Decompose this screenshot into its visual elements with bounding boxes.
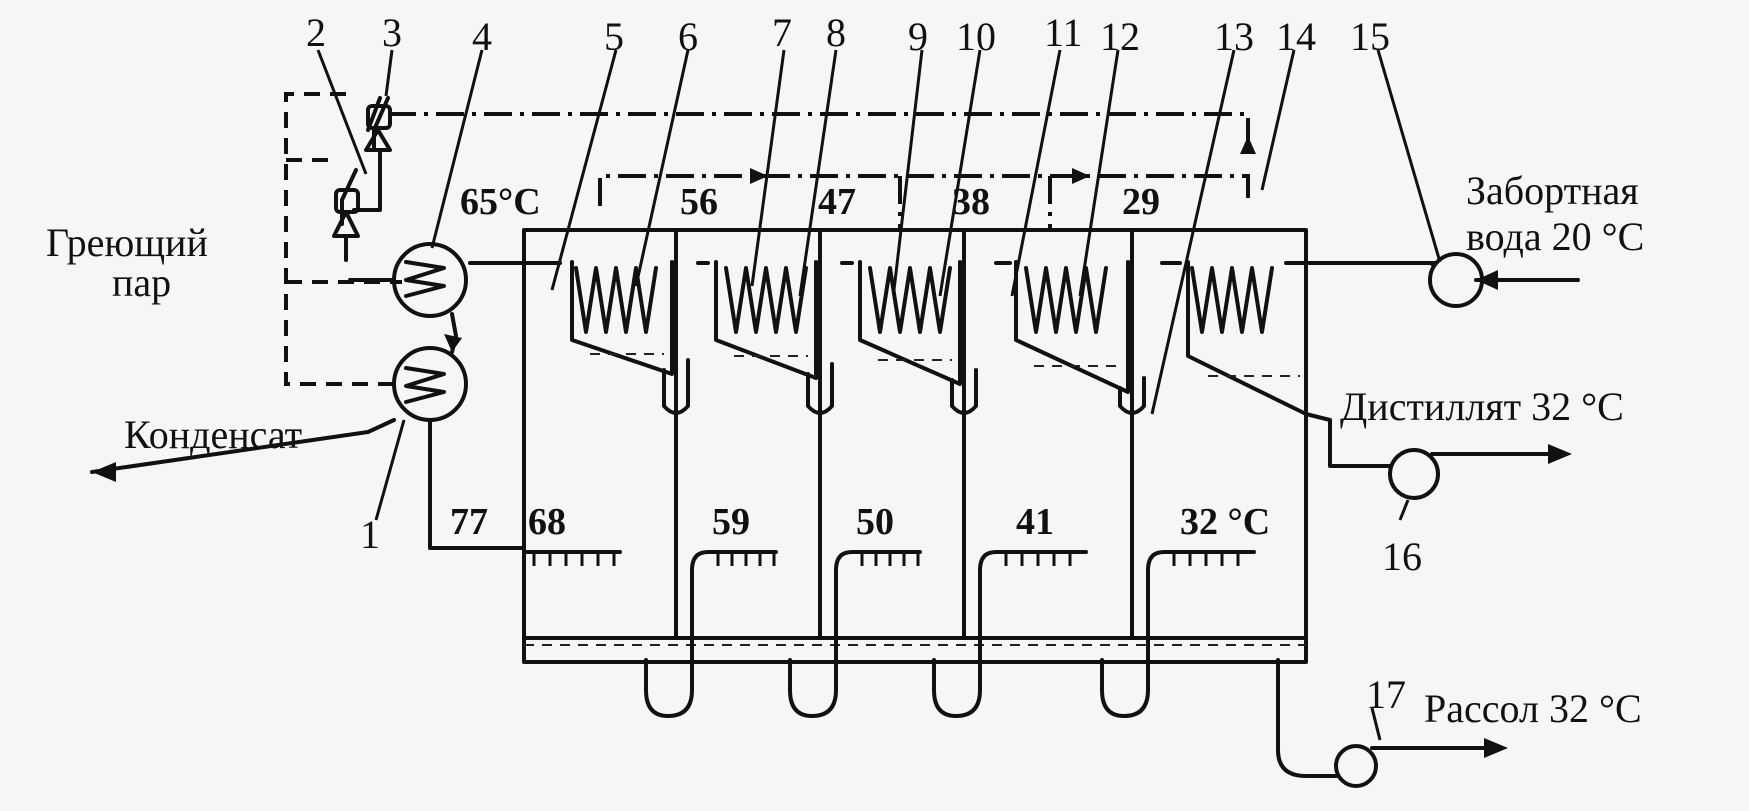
brine-heaters	[90, 242, 526, 550]
stream-labels: Греющий пар Конденсат Забортная вода 20 …	[46, 168, 1644, 731]
brine-trays	[522, 550, 1256, 718]
number-5: 5	[604, 14, 624, 59]
temp-50: 50	[856, 501, 894, 543]
temp-32: 32 °C	[1180, 501, 1270, 543]
number-2: 2	[306, 10, 326, 55]
number-11: 11	[1044, 10, 1083, 55]
temp-65: 65°C	[460, 181, 541, 223]
heating-steam-label-2: пар	[112, 260, 171, 305]
temp-41: 41	[1016, 501, 1054, 543]
distillate-pump-16	[1304, 412, 1572, 500]
seawater-label-1: Забортная	[1466, 168, 1639, 213]
number-8: 8	[826, 10, 846, 55]
number-9: 9	[908, 14, 928, 59]
condensate-label: Конденсат	[124, 412, 302, 457]
number-1: 1	[360, 512, 380, 557]
seawater-label-2: вода 20 °C	[1466, 214, 1644, 259]
distillate-trays	[570, 260, 1308, 416]
vapour-temperatures: 65°C 56 47 38 29	[460, 181, 1160, 223]
temp-77: 77	[450, 501, 488, 543]
distillate-label: Дистиллят 32 °C	[1340, 384, 1624, 429]
number-6: 6	[678, 14, 698, 59]
temp-38: 38	[952, 181, 990, 223]
number-10: 10	[956, 14, 996, 59]
number-16: 16	[1382, 534, 1422, 579]
temp-29: 29	[1122, 181, 1160, 223]
brine-label: Рассол 32 °C	[1424, 686, 1642, 731]
number-14: 14	[1276, 14, 1316, 59]
number-17: 17	[1366, 672, 1406, 717]
temp-68: 68	[528, 501, 566, 543]
brine-pump-17	[1276, 658, 1508, 788]
component-numbers: 2 3 4 5 6 7 8 9 10 11 12 13 14 15 16 17 …	[306, 10, 1422, 717]
heating-steam-label-1: Греющий	[46, 220, 208, 265]
ejectors	[332, 96, 392, 262]
brine-temperatures: 77 68 59 50 41 32 °C	[450, 501, 1270, 543]
number-13: 13	[1214, 14, 1254, 59]
number-7: 7	[772, 10, 792, 55]
number-12: 12	[1100, 14, 1140, 59]
evaporator-vessel	[522, 228, 1308, 664]
seawater-pump-15	[1428, 252, 1484, 308]
temp-47: 47	[818, 181, 856, 223]
number-3: 3	[382, 10, 402, 55]
condenser-coils	[574, 266, 1274, 334]
temp-59: 59	[712, 501, 750, 543]
vapour-lines	[284, 92, 1256, 386]
seawater-line	[468, 261, 1580, 290]
temp-56: 56	[680, 181, 718, 223]
number-4: 4	[472, 14, 492, 59]
number-15: 15	[1350, 14, 1390, 59]
leader-lines	[316, 49, 1442, 741]
